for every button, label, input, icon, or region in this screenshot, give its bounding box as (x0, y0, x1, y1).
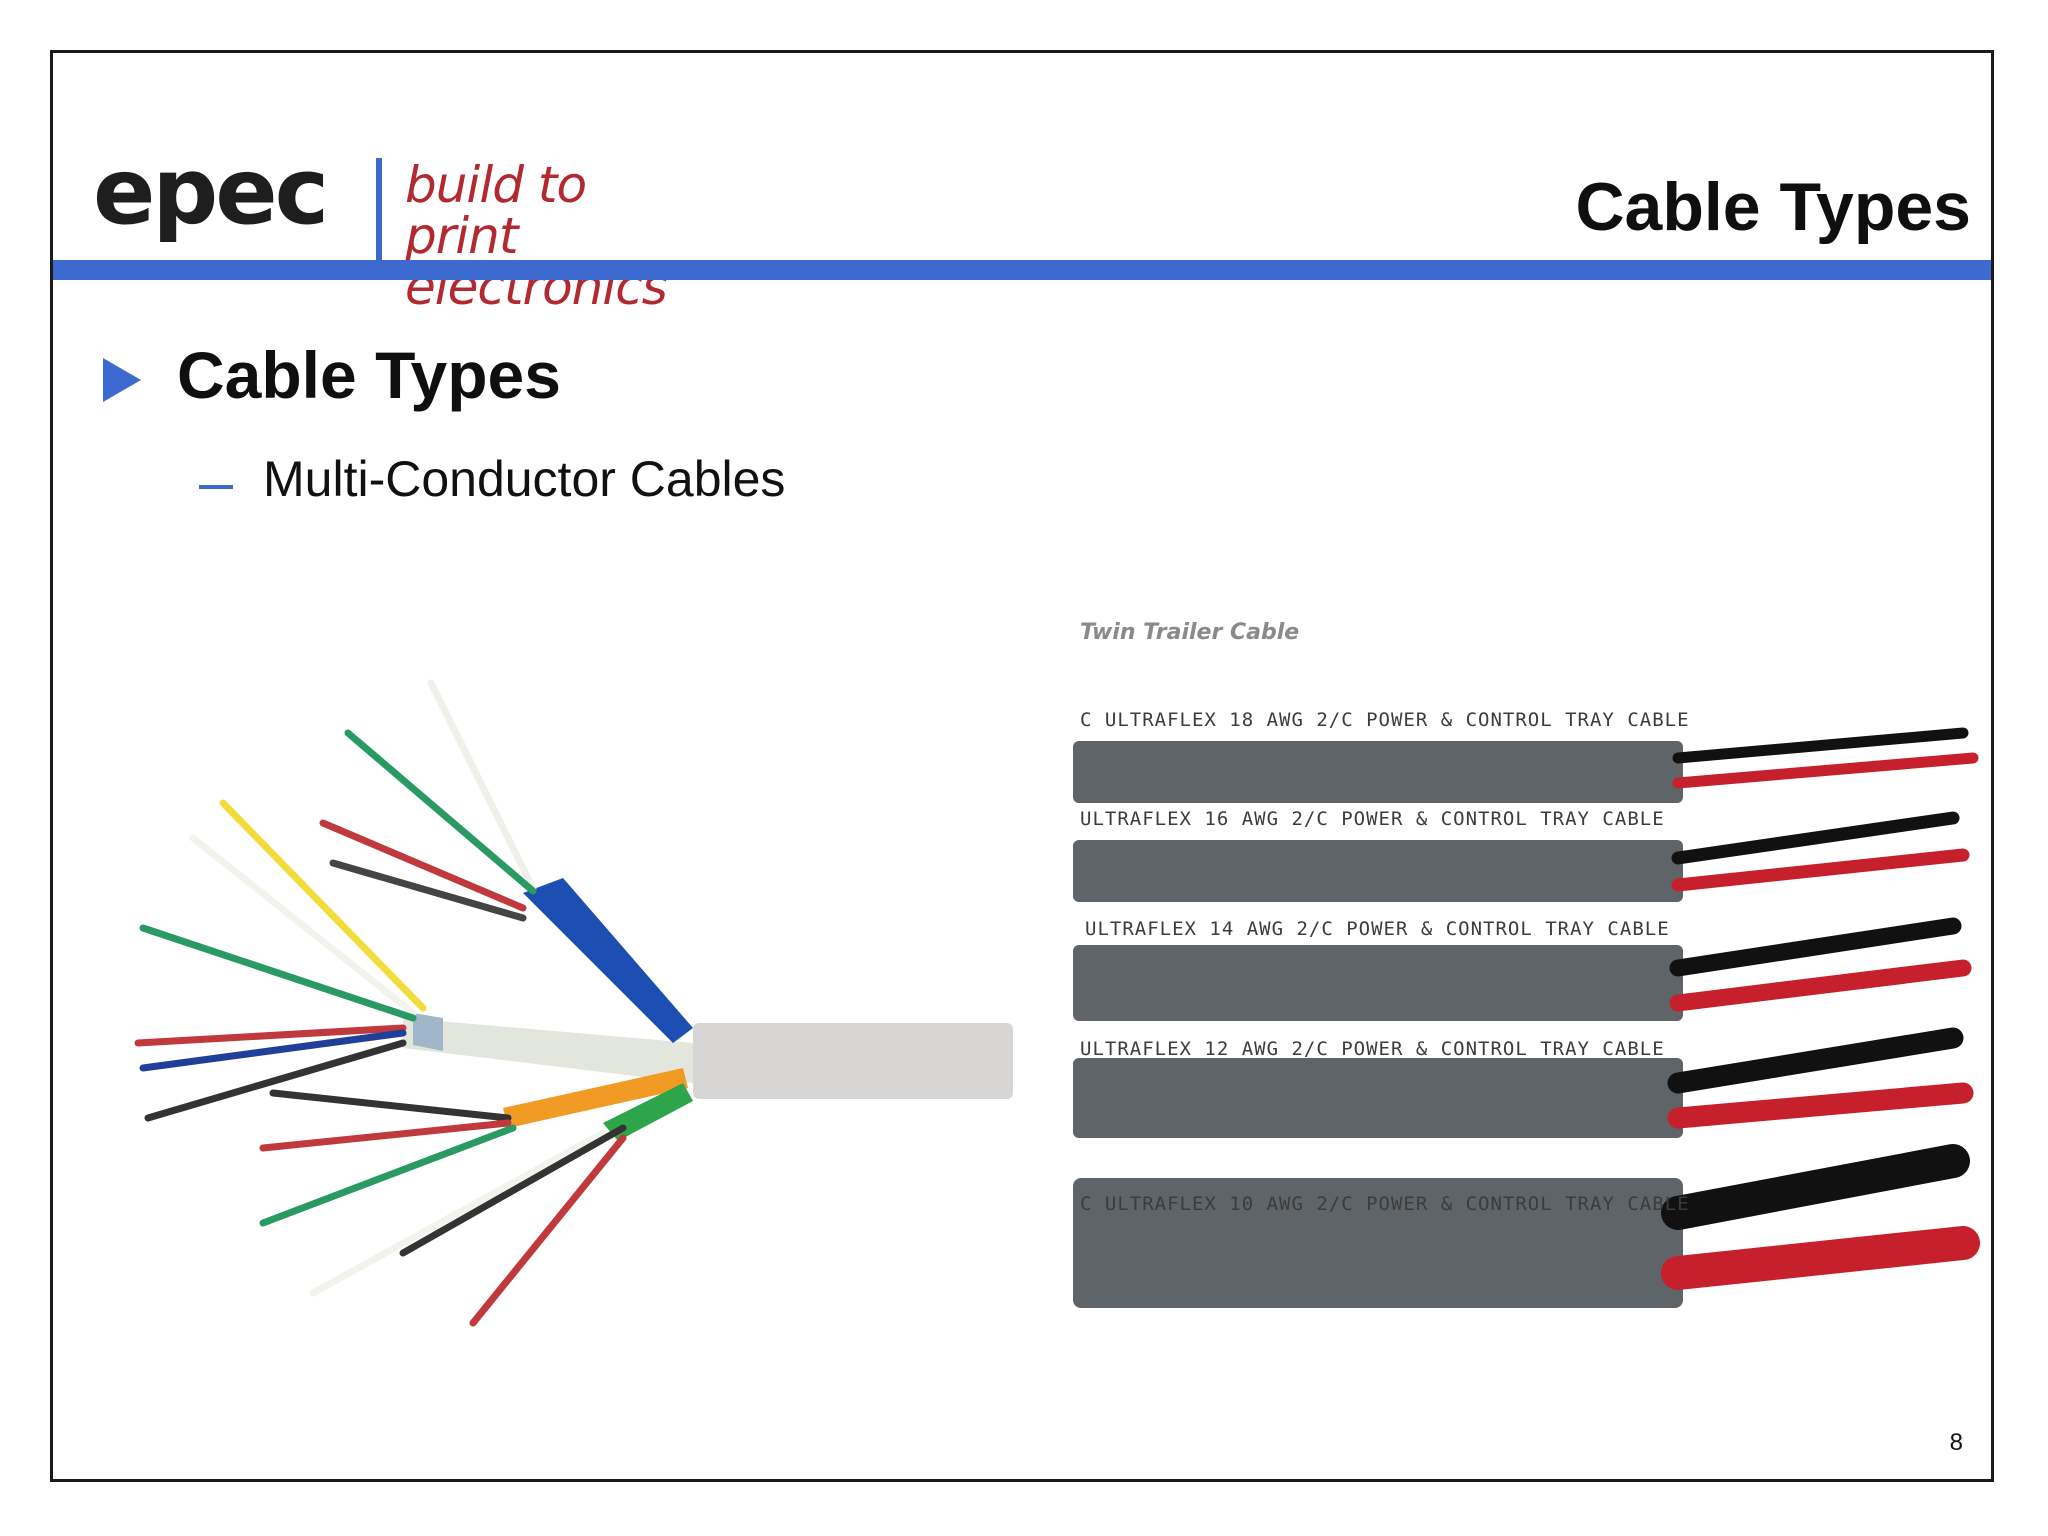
cable-print-18-awg: C ULTRAFLEX 18 AWG 2/C POWER & CONTROL T… (1080, 709, 1690, 731)
page-number: 8 (1949, 1429, 1963, 1456)
cable-print-10-awg: C ULTRAFLEX 10 AWG 2/C POWER & CONTROL T… (1080, 1193, 1690, 1215)
header-divider-bar (53, 260, 1991, 280)
multi-conductor-cable-image (134, 679, 1013, 1327)
cable-print-16-awg: ULTRAFLEX 16 AWG 2/C POWER & CONTROL TRA… (1080, 808, 1665, 830)
logo-divider (376, 158, 382, 262)
sub-item-multi-conductor: Multi-Conductor Cables (263, 451, 786, 507)
slide: epec build to print electronics Cable Ty… (50, 50, 1994, 1482)
outer-jacket (693, 1023, 1013, 1099)
cable-18-awg (1073, 727, 1979, 803)
bullet-arrow-icon (103, 358, 141, 402)
logo-tagline: build to print electronics (405, 156, 668, 313)
cable-12-awg (1073, 1027, 1974, 1138)
cable-10-awg (1073, 1144, 1980, 1308)
twin-trailer-cable-image (1073, 727, 1980, 1308)
cable-image-caption: Twin Trailer Cable (1080, 620, 1300, 645)
cable-print-12-awg: ULTRAFLEX 12 AWG 2/C POWER & CONTROL TRA… (1080, 1038, 1665, 1060)
logo-tagline-line-1: build to print (405, 156, 587, 265)
cable-print-14-awg: ULTRAFLEX 14 AWG 2/C POWER & CONTROL TRA… (1085, 918, 1670, 940)
sub-bullet-dash (199, 485, 233, 489)
main-heading: Cable Types (177, 338, 561, 412)
logo-wordmark: epec (93, 138, 329, 245)
cable-16-awg (1073, 811, 1970, 902)
cable-14-awg (1073, 917, 1972, 1021)
header-title: Cable Types (1575, 169, 1971, 245)
